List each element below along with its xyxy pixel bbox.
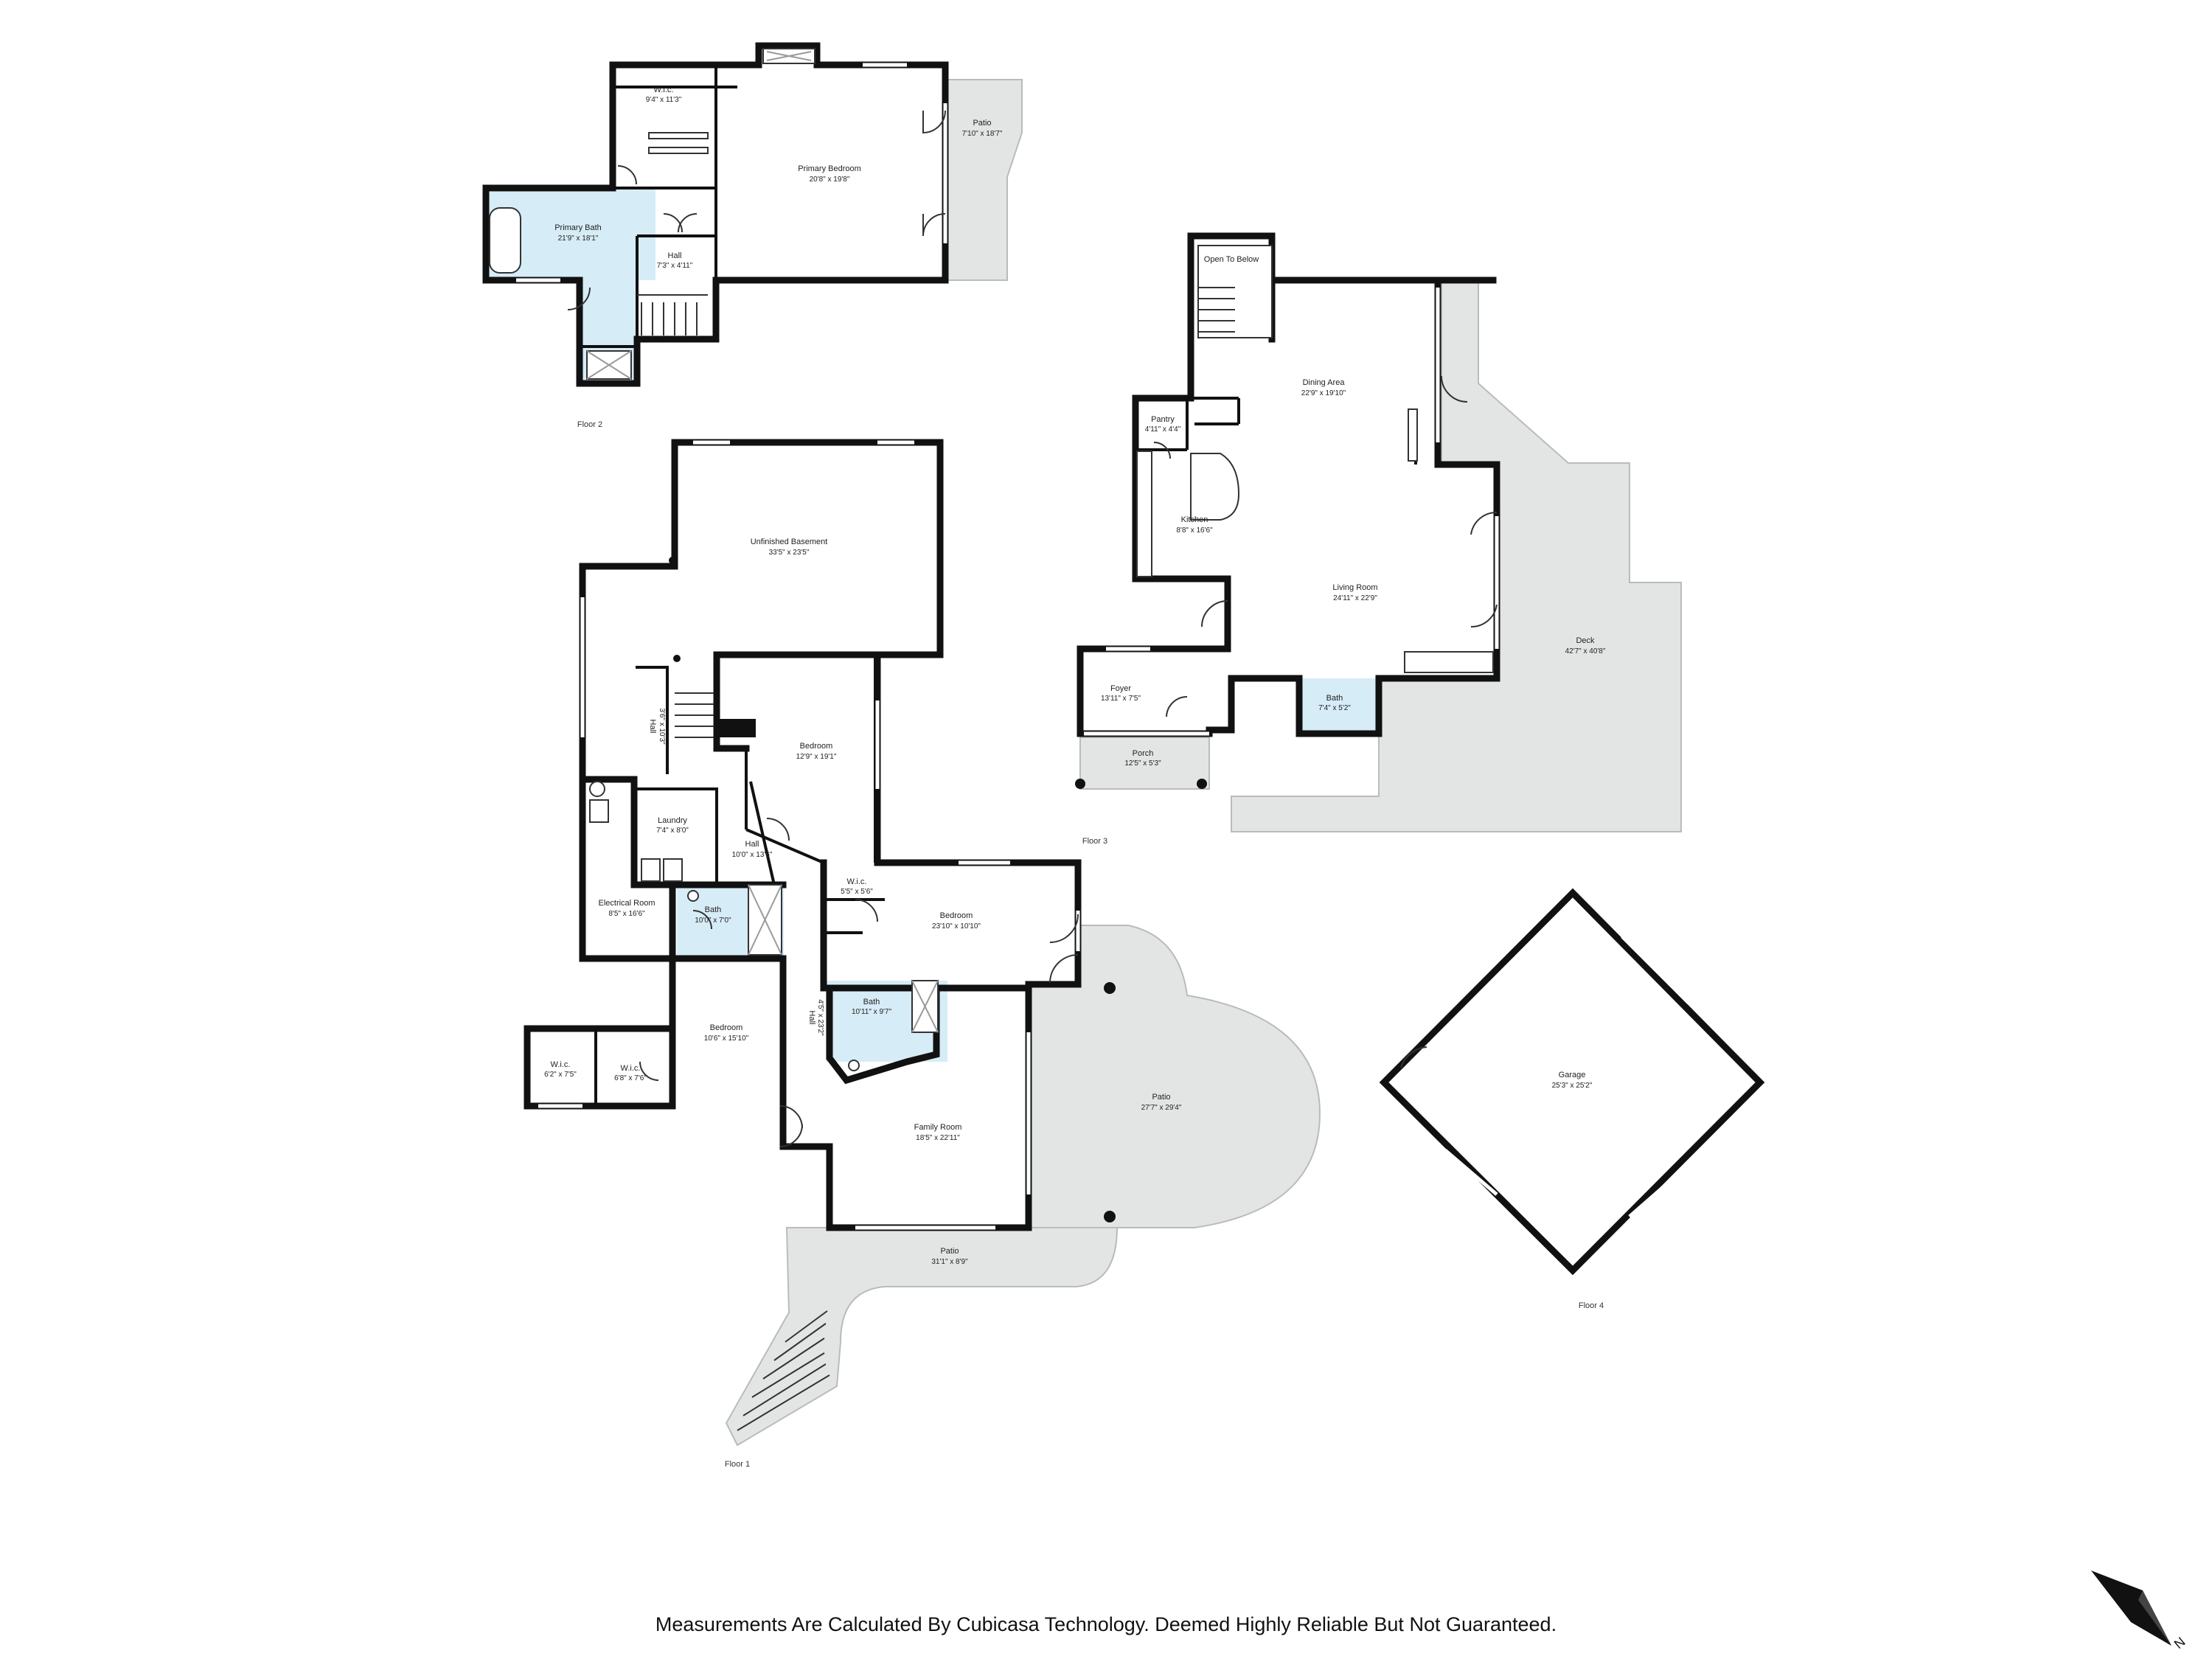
floor4-garage-name: Garage xyxy=(1559,1071,1586,1079)
floor3-bath-area xyxy=(1299,678,1379,731)
floor3-porch-name: Porch xyxy=(1133,749,1154,758)
floor1-hall-vertical-name: Hall xyxy=(648,720,657,734)
north-arrow-icon: N xyxy=(2091,1571,2188,1652)
floor2-label: Floor 2 xyxy=(577,420,602,429)
floor1-laundry-dim: 7'4" x 8'0" xyxy=(656,827,689,835)
floor2-patio-name: Patio xyxy=(973,119,991,128)
floor1-family-room-dim: 18'5" x 22'11" xyxy=(916,1134,960,1142)
floor4-label: Floor 4 xyxy=(1579,1301,1604,1310)
floor3-pantry-name: Pantry xyxy=(1151,415,1175,424)
floor1-hall-main-dim: 10'0" x 13'6" xyxy=(732,851,773,859)
floor3-label: Floor 3 xyxy=(1082,837,1107,846)
floor1-patio-lower-dim: 31'1" x 8'9" xyxy=(931,1258,968,1266)
floor1-bedroom-1-dim: 12'9" x 19'1" xyxy=(796,753,837,761)
floor3-kitchen-name: Kitchen xyxy=(1181,515,1208,524)
floor3-living-room-name: Living Room xyxy=(1332,583,1377,592)
floor1-bath-1-dim: 10'0" x 7'0" xyxy=(695,917,731,925)
floor1-bath-1-name: Bath xyxy=(705,905,722,914)
floor1-patio-round xyxy=(1028,925,1321,1228)
floor4-garage-wall xyxy=(1379,888,1765,1276)
floor1-hall-main-name: Hall xyxy=(745,840,759,849)
floor1-bedroom-1-name: Bedroom xyxy=(800,742,833,751)
floor3-deck xyxy=(1231,279,1682,832)
floor3-living-room-dim: 24'11" x 22'9" xyxy=(1333,594,1377,602)
floor3-open-to-below-name: Open To Below xyxy=(1204,255,1259,264)
north-label: N xyxy=(2171,1634,2188,1652)
floor-2: W.i.c. 9'4" x 11'3" Primary Bedroom 20'8… xyxy=(482,42,1023,429)
floor3-dining-area-name: Dining Area xyxy=(1303,378,1346,387)
floor1-unfinished-basement-name: Unfinished Basement xyxy=(751,538,828,546)
floor2-primary-bedroom-name: Primary Bedroom xyxy=(798,164,861,173)
floor2-primary-bath-dim: 21'9" x 18'1" xyxy=(558,234,599,243)
floor1-bedroom-3-name: Bedroom xyxy=(710,1023,743,1032)
floor4-garage-dim: 25'3" x 25'2" xyxy=(1552,1082,1593,1090)
disclaimer-text: Measurements Are Calculated By Cubicasa … xyxy=(655,1613,1557,1635)
floor1-laundry-name: Laundry xyxy=(658,816,687,825)
floor1-wic-1-name: W.i.c. xyxy=(847,877,867,886)
floor1-wic-1-dim: 5'5" x 5'6" xyxy=(841,888,873,896)
floor2-hall-dim: 7'3" x 4'11" xyxy=(657,262,693,270)
floor3-bath-name: Bath xyxy=(1326,694,1343,703)
floor1-hall-narrow-name: Hall xyxy=(807,1011,816,1025)
floor1-patio-round-name: Patio xyxy=(1152,1093,1170,1102)
floor1-patio-lower-name: Patio xyxy=(940,1247,959,1256)
floor3-foyer-name: Foyer xyxy=(1110,684,1131,693)
floor1-bedroom-2-dim: 23'10" x 10'10" xyxy=(932,922,981,931)
floor3-outer-wall xyxy=(1187,232,1497,402)
floor1-wic-2-dim: 6'2" x 7'5" xyxy=(544,1071,577,1079)
floor1-unfinished-basement-dim: 33'5" x 23'5" xyxy=(769,549,810,557)
floor3-foyer-dim: 13'11" x 7'5" xyxy=(1101,695,1141,703)
floor2-patio xyxy=(945,79,1023,281)
floor3-deck-dim: 42'7" x 40'8" xyxy=(1565,647,1606,655)
floor2-wic-dim: 9'4" x 11'3" xyxy=(646,96,682,104)
floor1-bath-2-dim: 10'11" x 9'7" xyxy=(852,1008,892,1016)
floor3-kitchen-dim: 8'8" x 16'6" xyxy=(1176,526,1213,535)
floor1-wic-2-name: W.i.c. xyxy=(551,1060,571,1069)
floor1-patio-round-dim: 27'7" x 29'4" xyxy=(1141,1104,1182,1112)
floor1-bedroom-3-dim: 10'6" x 15'10" xyxy=(704,1034,749,1043)
floor1-outer-wall xyxy=(524,439,1082,1231)
floor1-electrical-room-name: Electrical Room xyxy=(598,899,655,908)
floor1-label: Floor 1 xyxy=(725,1460,750,1469)
floor3-bath-dim: 7'4" x 5'2" xyxy=(1318,704,1351,712)
floor1-bath-2-name: Bath xyxy=(863,998,880,1006)
floor2-wic-name: W.i.c. xyxy=(654,86,674,94)
floor1-hall-vertical-dim: 3'6" x 10'3" xyxy=(658,708,666,745)
floor2-hall-name: Hall xyxy=(668,251,682,260)
floor1-bedroom-2-name: Bedroom xyxy=(940,911,973,920)
floor1-patio-lower xyxy=(725,1227,1119,1447)
floor2-patio-dim: 7'10" x 18'7" xyxy=(962,130,1003,138)
floor3-dining-area-dim: 22'9" x 19'10" xyxy=(1301,389,1346,397)
floor-1: Unfinished Basement 33'5" x 23'5" Hall 3… xyxy=(524,439,1321,1469)
floor1-wic-3-dim: 6'8" x 7'6" xyxy=(614,1074,647,1082)
floor3-deck-name: Deck xyxy=(1576,636,1595,645)
floor1-family-room-name: Family Room xyxy=(914,1123,962,1132)
floor1-electrical-room-dim: 8'5" x 16'6" xyxy=(608,910,645,918)
floor2-primary-bedroom-dim: 20'8" x 19'8" xyxy=(810,175,850,184)
floor2-primary-bath-name: Primary Bath xyxy=(554,223,602,232)
floor3-pantry-dim: 4'11" x 4'4" xyxy=(1145,425,1181,434)
floor1-hall-narrow-dim: 4'5" x 23'2" xyxy=(816,999,824,1036)
floor3-porch xyxy=(1079,737,1210,790)
floor1-wic-3-name: W.i.c. xyxy=(621,1064,641,1073)
floor-4: Garage 25'3" x 25'2" Floor 4 xyxy=(1379,888,1765,1310)
floor-3: Open To Below Dining Area 22'9" x 19'10"… xyxy=(1075,232,1682,846)
floor3-porch-dim: 12'5" x 5'3" xyxy=(1124,759,1161,768)
